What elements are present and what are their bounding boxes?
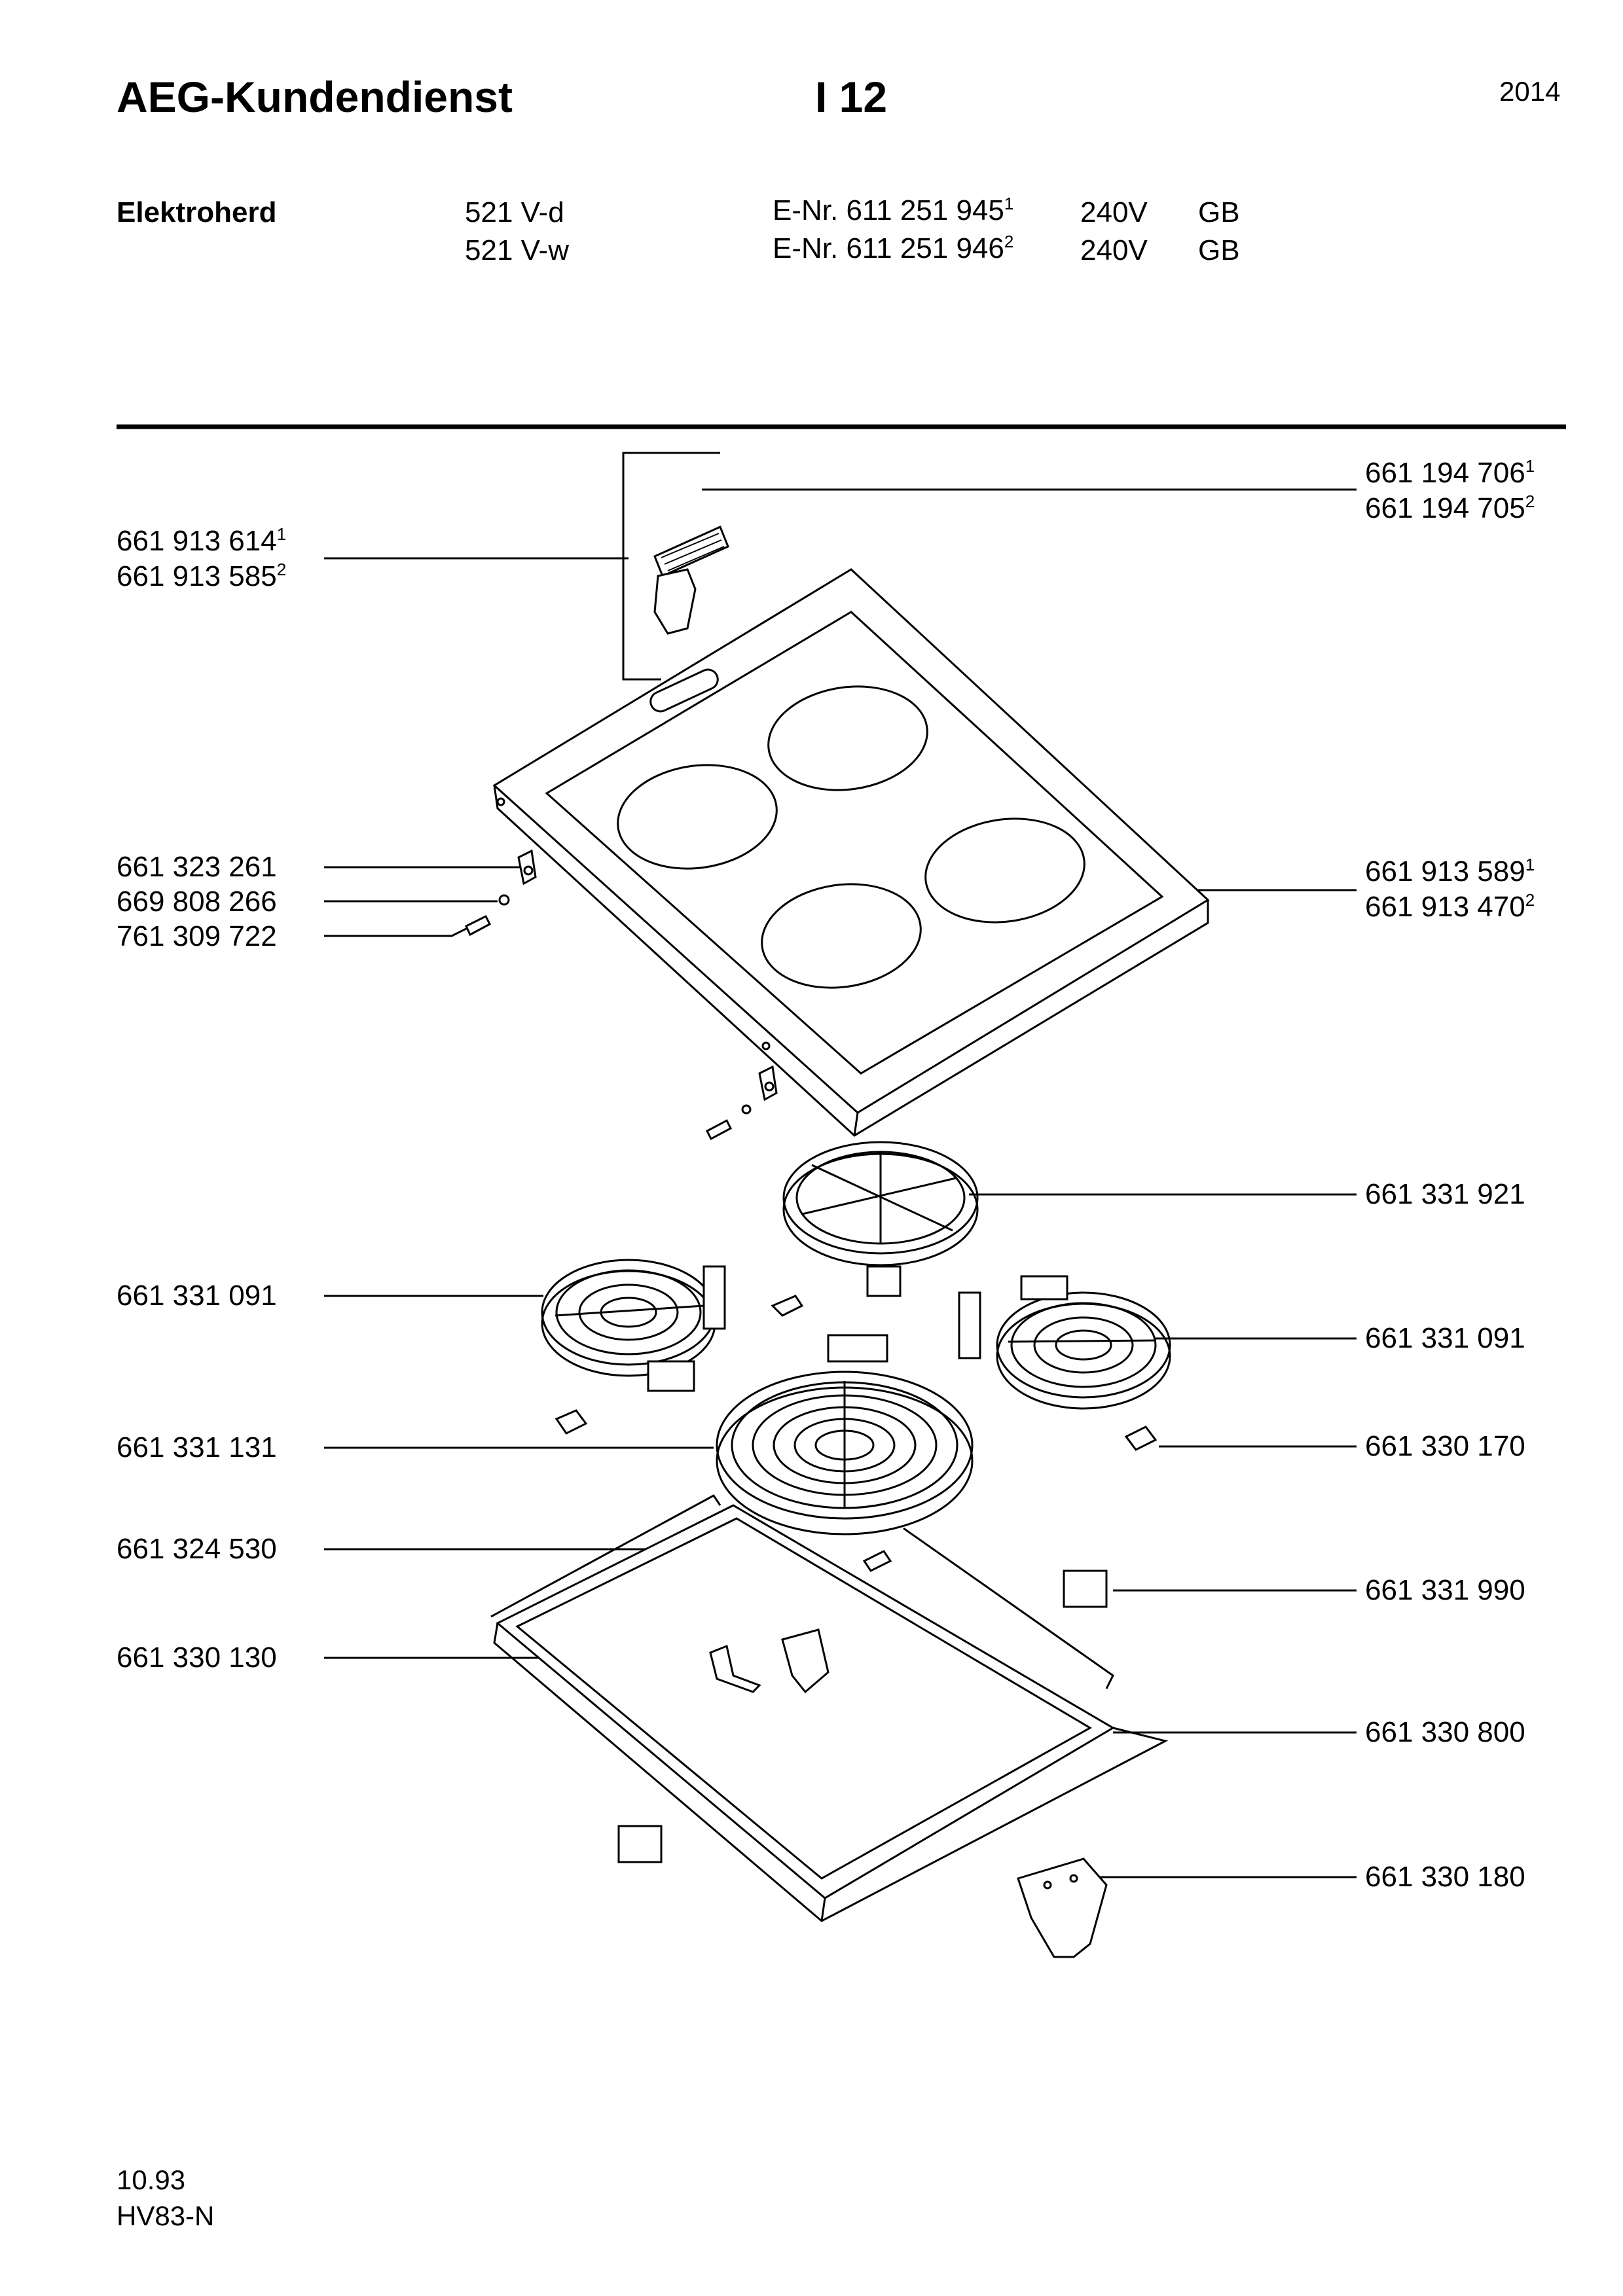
variant-1-enr: E-Nr. 611 251 9451	[773, 194, 1014, 226]
variant-2-model: 521 V-w	[465, 234, 569, 266]
brand-title: AEG-Kundendienst	[117, 73, 513, 121]
product-type: Elektroherd	[117, 196, 277, 228]
label-heater-right: 661 331 091	[1365, 1322, 1525, 1354]
label-knob: 661 913 6141 661 913 5852	[117, 524, 287, 592]
variant-2-enr: E-Nr. 611 251 9462	[773, 232, 1014, 264]
label-screw: 761 309 722	[117, 920, 277, 952]
terminal-blocks	[617, 1570, 1108, 1863]
variant-2-voltage: 240V	[1080, 234, 1148, 266]
back-heater-part	[771, 1141, 979, 1317]
large-heater-part	[716, 1334, 974, 1535]
label-heater-left: 661 331 091	[117, 1280, 277, 1312]
page-number: 2014	[1499, 76, 1561, 107]
knob-cover-part	[653, 525, 729, 635]
fasteners	[465, 849, 778, 1141]
section-title: I 12	[815, 73, 888, 121]
left-heater-part	[541, 1259, 726, 1435]
label-heater-large: 661 331 131	[117, 1431, 277, 1463]
footer-code: HV83-N	[117, 2200, 215, 2231]
leader-lines	[324, 452, 1357, 1878]
label-washer: 669 808 266	[117, 886, 277, 918]
label-support: 661 330 180	[1365, 1861, 1525, 1893]
footer-date: 10.93	[117, 2164, 186, 2195]
label-clip: 661 330 170	[1365, 1430, 1525, 1462]
label-bracket: 661 323 261	[117, 851, 277, 883]
pan-frame-part	[490, 1494, 1169, 1922]
hob-top-part	[492, 568, 1210, 1137]
right-heater-part	[958, 1275, 1171, 1451]
label-hob-top: 661 913 5891 661 913 4702	[1365, 855, 1535, 923]
label-terminal: 661 331 990	[1365, 1574, 1525, 1606]
variant-1-country: GB	[1198, 196, 1240, 228]
label-knob-cover: 661 194 7061 661 194 7052	[1365, 456, 1535, 524]
label-frame: 661 330 800	[1365, 1716, 1525, 1748]
variant-2-country: GB	[1198, 234, 1240, 266]
variant-1-voltage: 240V	[1080, 196, 1148, 228]
label-pan: 661 324 530	[117, 1533, 277, 1565]
support-part	[1017, 1857, 1108, 1958]
label-holder: 661 330 130	[117, 1641, 277, 1674]
variant-1-model: 521 V-d	[465, 196, 564, 228]
label-heater-back: 661 331 921	[1365, 1178, 1525, 1210]
